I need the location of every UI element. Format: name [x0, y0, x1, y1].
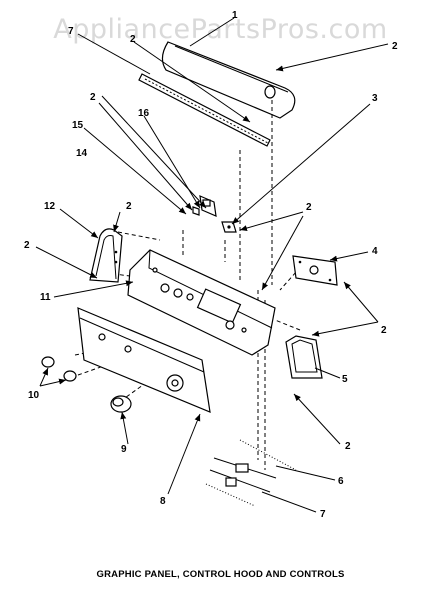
callout-4: 4 [372, 246, 378, 257]
part-7-strip [138, 73, 271, 147]
callout-9: 9 [121, 444, 127, 455]
callout-8: 8 [160, 496, 166, 507]
part-16-switch [199, 195, 217, 217]
callout-1: 1 [232, 10, 238, 21]
callout-2-cap-left: 2 [126, 201, 132, 212]
callout-2-mid-left: 2 [90, 92, 96, 103]
leader-lines [35, 17, 389, 513]
part-8-graphic-panel [77, 307, 211, 413]
callout-15: 15 [72, 120, 84, 131]
callout-6: 6 [338, 476, 344, 487]
part-12-left-end-cap [89, 228, 123, 283]
part-1-trim-cover [161, 41, 296, 119]
part-15-clip [192, 206, 200, 216]
callout-2-top-right: 2 [392, 41, 398, 52]
callout-2-left: 2 [24, 240, 30, 251]
callout-14: 14 [76, 148, 88, 159]
part-4-timer-bracket [292, 255, 338, 286]
callout-2-top: 2 [130, 34, 136, 45]
part-9-knob [110, 395, 132, 413]
callout-12: 12 [44, 201, 56, 212]
callout-2-center: 2 [306, 202, 312, 213]
callout-3: 3 [372, 93, 378, 104]
watermark-text: AppliancePartsPros.com [53, 14, 388, 45]
part-5-right-end-cap [285, 335, 323, 379]
diagram-caption: GRAPHIC PANEL, CONTROL HOOD AND CONTROLS [96, 569, 345, 580]
callout-10: 10 [28, 390, 40, 401]
callout-16: 16 [138, 108, 150, 119]
part-6-wire-harness [205, 439, 297, 507]
callout-2-right: 2 [381, 325, 387, 336]
callout-7-top: 7 [68, 26, 74, 37]
part-11-control-hood [127, 249, 276, 356]
part-10-buttons [41, 356, 77, 382]
callout-5: 5 [342, 374, 348, 385]
part-3-bracket [221, 221, 237, 233]
callout-11: 11 [40, 292, 51, 303]
callout-7-bottom: 7 [320, 509, 326, 520]
callout-2-lower-right: 2 [345, 441, 351, 452]
